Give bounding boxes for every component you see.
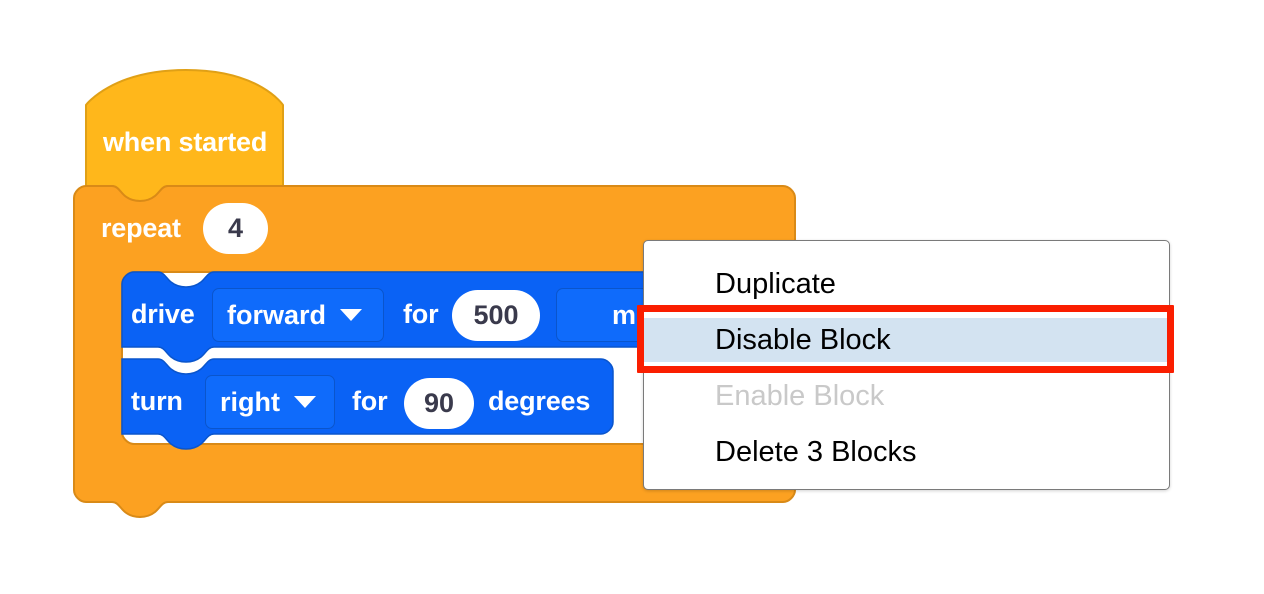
- turn-direction-dropdown[interactable]: right: [205, 375, 335, 429]
- turn-block-shape[interactable]: [121, 358, 614, 450]
- turn-amount-field[interactable]: 90: [404, 378, 474, 429]
- when-started-block-shape[interactable]: [85, 68, 284, 203]
- repeat-block-shape[interactable]: [73, 185, 796, 519]
- repeat-count-field[interactable]: 4: [203, 203, 268, 254]
- drive-direction-dropdown[interactable]: forward: [212, 288, 384, 342]
- context-menu-item-delete-3-blocks[interactable]: Delete 3 Blocks: [715, 435, 917, 468]
- turn-direction-value: right: [220, 386, 280, 417]
- context-menu-item-duplicate[interactable]: Duplicate: [715, 267, 836, 300]
- block-context-menu[interactable]: Duplicate Disable Block Enable Block Del…: [643, 240, 1170, 490]
- context-menu-item-disable-block[interactable]: Disable Block: [644, 318, 1169, 362]
- context-menu-item-enable-block: Enable Block: [715, 379, 885, 412]
- drive-distance-field[interactable]: 500: [452, 290, 540, 341]
- chevron-down-icon: [294, 396, 316, 408]
- chevron-down-icon: [340, 309, 363, 321]
- drive-direction-value: forward: [227, 299, 327, 330]
